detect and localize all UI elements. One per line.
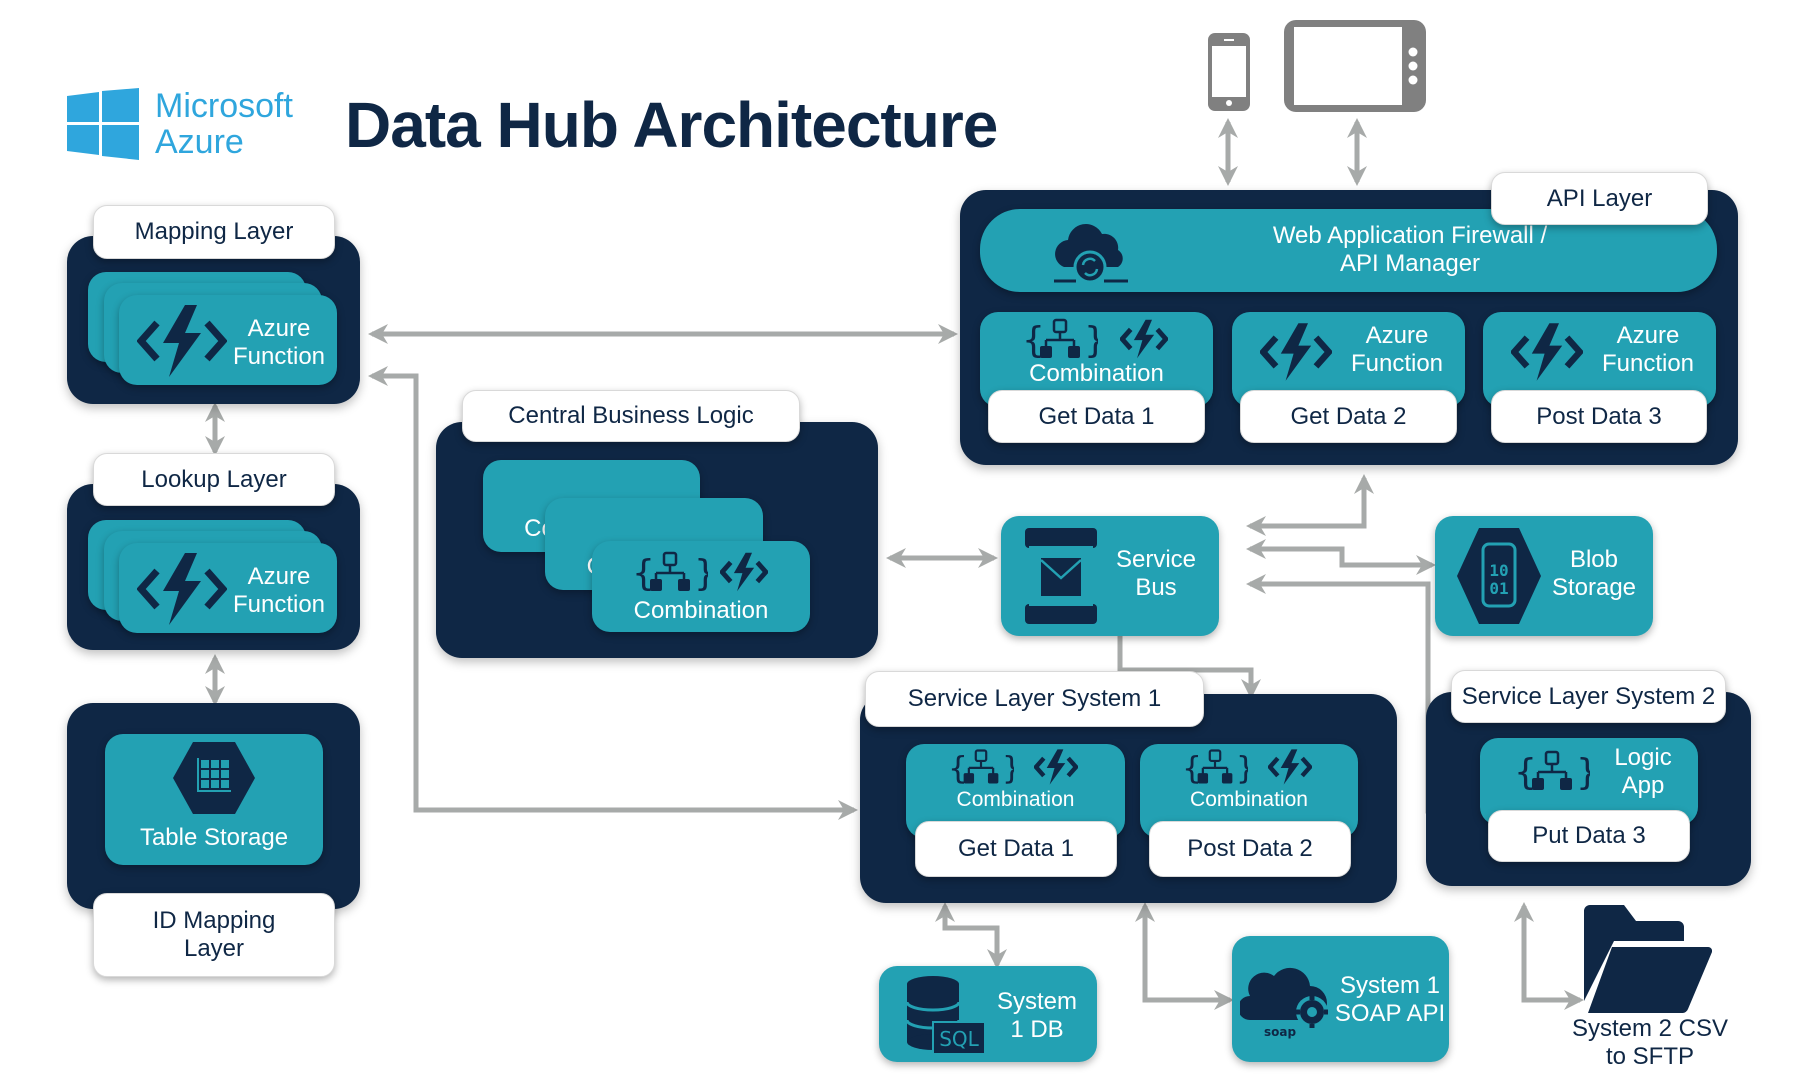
table-storage-icon — [173, 742, 255, 814]
card-line2: Bus — [1135, 574, 1177, 601]
arrow-servicebus-api — [1246, 474, 1374, 536]
label-line1: System 2 CSV — [1571, 1015, 1729, 1042]
logo-azure: Azure — [155, 123, 244, 161]
card-line2: Function — [232, 591, 326, 618]
card-line1: Logic — [1614, 744, 1672, 771]
sls1-action-get-data-1[interactable]: Get Data 1 — [915, 821, 1117, 877]
phone-icon — [1208, 33, 1250, 116]
svg-text:}: } — [1002, 750, 1014, 786]
arrow-sls2-csv — [1514, 902, 1584, 1010]
logic-app-icon: {} — [948, 749, 1014, 786]
azure-function-icon — [1511, 323, 1583, 381]
card-line1: Azure — [1365, 322, 1429, 349]
label-line2: to SFTP — [1605, 1043, 1695, 1070]
svg-text:{: { — [1022, 320, 1045, 360]
arrow-sls1-db — [935, 902, 1007, 969]
soap-cloud-gear-icon: soap — [1240, 967, 1328, 1039]
card-line1: Azure — [1616, 322, 1680, 349]
arrow-sls1-soap — [1135, 902, 1234, 1010]
svg-text:{: { — [632, 553, 655, 593]
table-storage-label: Table Storage — [139, 824, 289, 851]
card-line1: System — [996, 988, 1077, 1015]
api-layer-label: API Layer — [1491, 172, 1708, 225]
arrow-servicebus-sls1 — [1110, 614, 1261, 699]
card-line2: Storage — [1551, 574, 1637, 601]
azure-logo-text: Microsoft Azure — [155, 88, 293, 160]
service-bus-icon — [1025, 528, 1097, 624]
label-line1: ID Mapping — [152, 907, 276, 934]
logic-app-icon: {} — [1514, 750, 1590, 792]
azure-function-icon — [1034, 749, 1078, 785]
svg-text:{: { — [1514, 752, 1537, 792]
tablet-icon — [1284, 20, 1426, 117]
table-storage-card[interactable]: Table Storage — [105, 734, 323, 865]
arrow-mapping-servicelayer1 — [368, 366, 858, 820]
logic-app-icon: {} — [1182, 749, 1248, 786]
folder-icon — [1584, 905, 1712, 1013]
card-line1: System 1 — [1339, 972, 1441, 999]
logic-app-icon: {} — [632, 551, 708, 593]
logo-microsoft: Microsoft — [155, 87, 293, 125]
svg-text:}: } — [1236, 750, 1248, 786]
mapping-layer-label: Mapping Layer — [93, 205, 335, 259]
api-action-get-data-1[interactable]: Get Data 1 — [988, 390, 1205, 443]
card-line2: 1 DB — [1010, 1016, 1064, 1043]
service-layer-1-label: Service Layer System 1 — [865, 671, 1204, 727]
blob-icon-text1: 10 — [1489, 561, 1508, 580]
blob-icon-text2: 01 — [1489, 579, 1508, 598]
azure-function-icon — [1120, 319, 1168, 359]
card-line2: Function — [1350, 350, 1444, 377]
svg-text:}: } — [1576, 752, 1590, 792]
sql-database-icon: SQL — [905, 976, 985, 1054]
card-line1: Azure — [247, 315, 311, 342]
lookup-layer-label: Lookup Layer — [93, 453, 335, 506]
card-title: Combination — [1029, 360, 1164, 387]
arrow-servicebus-blob — [1246, 539, 1436, 575]
logic-app-icon: {} — [1022, 318, 1098, 360]
waf-line1: Web Application Firewall / — [1272, 222, 1548, 249]
page-title: Data Hub Architecture — [345, 89, 998, 161]
svg-text:}: } — [1084, 320, 1098, 360]
azure-function-icon — [720, 552, 768, 592]
label-line2: Layer — [183, 935, 245, 962]
azure-function-icon — [137, 553, 227, 625]
azure-function-icon — [1260, 323, 1332, 381]
sql-icon-text: SQL — [939, 1027, 979, 1051]
sls2-action-put-data-3[interactable]: Put Data 3 — [1488, 810, 1690, 862]
card-line2: App — [1621, 772, 1665, 799]
card-line1: Blob — [1569, 546, 1619, 573]
waf-line2: API Manager — [1339, 250, 1481, 277]
card-line1: Azure — [247, 563, 311, 590]
card-line1: Service — [1115, 546, 1197, 573]
svg-text:}: } — [694, 553, 708, 593]
service-layer-2-label: Service Layer System 2 — [1451, 670, 1726, 723]
central-business-logic-label: Central Business Logic — [462, 390, 800, 442]
card-title: Combination — [1190, 788, 1308, 811]
card-line2: SOAP API — [1334, 1000, 1446, 1027]
cloud-sync-icon — [1054, 224, 1128, 284]
api-action-get-data-2[interactable]: Get Data 2 — [1240, 390, 1457, 443]
soap-icon-text: soap — [1264, 1025, 1296, 1039]
card-line2: Function — [232, 343, 326, 370]
id-mapping-layer-label: ID Mapping Layer — [93, 893, 335, 977]
api-action-post-data-3[interactable]: Post Data 3 — [1491, 390, 1707, 443]
cbl-combination-card-3[interactable]: {} Combination — [592, 541, 810, 632]
windows-logo-icon — [67, 88, 139, 160]
svg-text:{: { — [948, 750, 968, 786]
azure-function-icon — [137, 305, 227, 377]
sls1-action-post-data-2[interactable]: Post Data 2 — [1149, 821, 1351, 877]
card-title: Combination — [956, 788, 1075, 811]
svg-text:{: { — [1182, 750, 1202, 786]
card-line2: Function — [1601, 350, 1695, 377]
card-title: Combination — [633, 597, 769, 624]
system2-csv-label: System 2 CSV to SFTP — [1560, 1015, 1740, 1071]
azure-function-icon — [1268, 749, 1312, 785]
